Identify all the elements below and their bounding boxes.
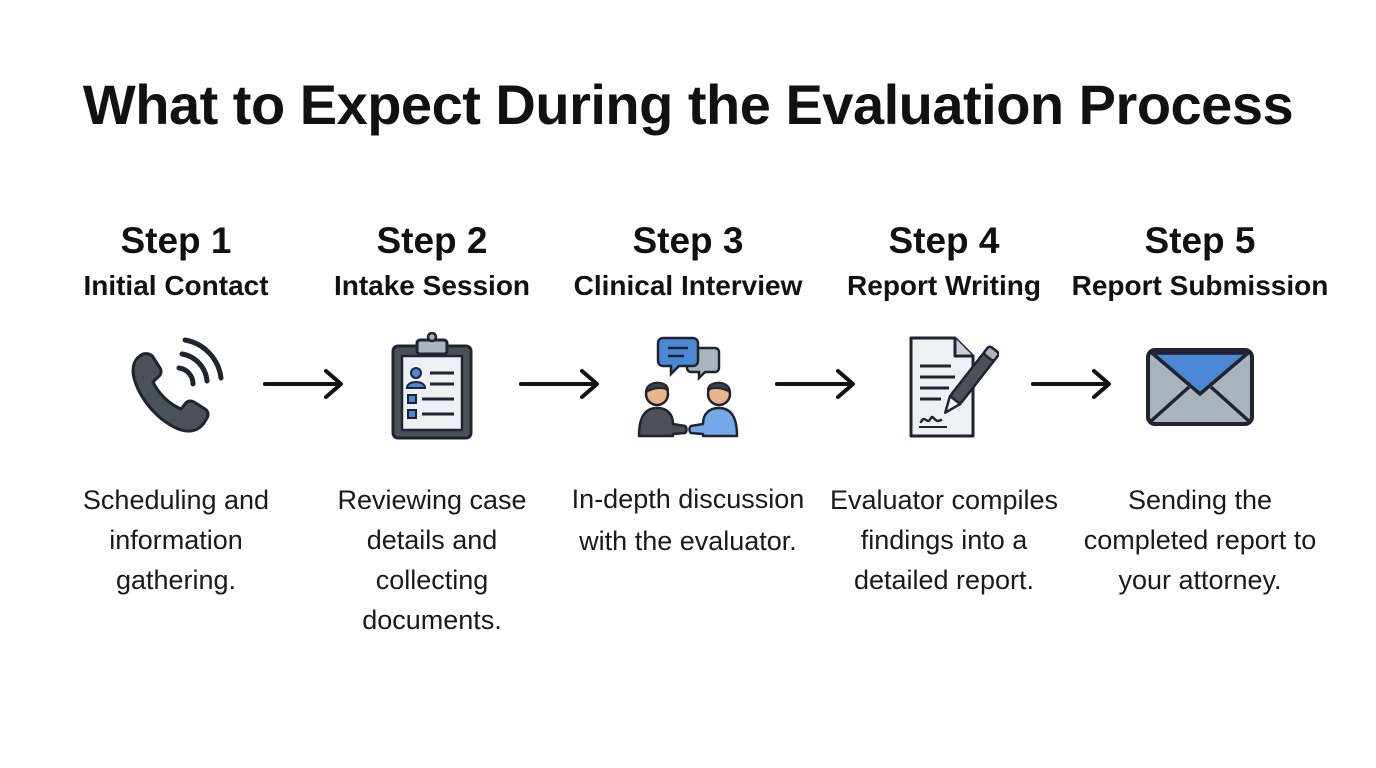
step-description: In-depth discussion with the evaluator. <box>571 484 805 556</box>
step-description: Sending the completed report to your att… <box>1083 485 1317 595</box>
page-title: What to Expect During the Evaluation Pro… <box>82 73 1294 136</box>
arrow-right-icon <box>518 366 602 402</box>
step-number: Step 3 <box>632 220 744 261</box>
step-5: Step 5 Report Submission Sending the com… <box>1070 218 1330 600</box>
step-name: Clinical Interview <box>573 270 803 301</box>
arrow-right-icon <box>262 366 346 402</box>
arrow-right-icon <box>774 366 858 402</box>
step-name: Report Submission <box>1071 270 1329 301</box>
step-description: Reviewing case details and collecting do… <box>337 485 527 635</box>
step-number: Step 5 <box>1144 220 1256 261</box>
phone-call-icon <box>121 332 231 442</box>
step-4: Step 4 Report Writing Evaluator compiles… <box>814 218 1074 600</box>
step-2: Step 2 Intake Session Reviewing case det… <box>302 218 562 640</box>
step-name: Initial Contact <box>83 270 269 301</box>
step-number: Step 4 <box>888 220 1000 261</box>
step-name: Intake Session <box>333 270 531 301</box>
clipboard-form-icon <box>377 332 487 442</box>
envelope-icon <box>1145 332 1255 442</box>
step-3: Step 3 Clinical Interview In-depth discu… <box>558 218 818 562</box>
document-pen-icon <box>889 332 999 442</box>
step-number: Step 2 <box>376 220 488 261</box>
step-number: Step 1 <box>120 220 232 261</box>
step-description: Scheduling and information gathering. <box>82 485 270 595</box>
step-1: Step 1 Initial Contact Scheduling and in… <box>46 218 306 600</box>
step-description: Evaluator compiles findings into a detai… <box>829 485 1059 595</box>
arrow-right-icon <box>1030 366 1114 402</box>
conversation-icon <box>633 332 743 442</box>
step-name: Report Writing <box>847 270 1041 301</box>
